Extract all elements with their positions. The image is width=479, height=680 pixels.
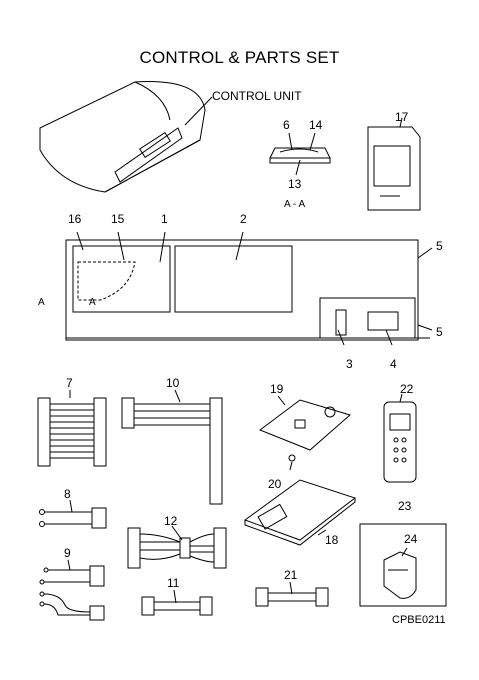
part-14-label: 14 [309, 118, 323, 132]
remote-holder-box [359, 523, 447, 607]
arrow-a-left: A [38, 297, 45, 308]
part-4-label: 4 [390, 357, 397, 371]
section-mark: A - A [284, 199, 306, 210]
part-17-label: 17 [395, 110, 409, 124]
part-5-top-label: 5 [436, 239, 443, 253]
part-23-label: 23 [398, 499, 412, 513]
part-11-label: 11 [167, 576, 180, 590]
arrow-a-right: A [89, 297, 96, 308]
wired-controller [367, 117, 421, 211]
part-20-label: 20 [268, 477, 282, 491]
control-unit-label: CONTROL UNIT [212, 89, 302, 103]
part-2-label: 2 [240, 212, 247, 226]
harness-8 [39, 499, 107, 529]
receiver-pcb [258, 395, 352, 471]
control-box [65, 231, 433, 346]
harness-11 [141, 589, 213, 616]
harness-7 [37, 390, 107, 467]
part-7-label: 7 [66, 376, 73, 390]
part-16-label: 16 [68, 212, 82, 226]
part-18-label: 18 [325, 533, 339, 547]
part-9-label: 9 [64, 546, 71, 560]
drawing-code: CPBE0211 [392, 614, 446, 626]
part-13-label: 13 [288, 177, 302, 191]
part-15-label: 15 [111, 212, 125, 226]
part-8-label: 8 [64, 487, 71, 501]
harness-9 [39, 559, 105, 621]
harness-12 [127, 525, 227, 569]
part-10-label: 10 [166, 376, 180, 390]
part-12-label: 12 [164, 514, 178, 528]
wireless-remote [383, 393, 417, 483]
part-1-label: 1 [161, 212, 168, 226]
part-5-bottom-label: 5 [436, 325, 443, 339]
part-3-label: 3 [346, 357, 353, 371]
harness-21 [255, 581, 329, 607]
part-21-label: 21 [284, 568, 298, 582]
display-panel [243, 479, 357, 546]
harness-10 [121, 389, 223, 505]
ceiling-unit-housing [39, 81, 213, 193]
part-19-label: 19 [270, 382, 284, 396]
bracket-assembly [269, 132, 331, 176]
diagram-title: CONTROL & PARTS SET [139, 48, 340, 67]
part-22-label: 22 [400, 382, 414, 396]
part-6-label: 6 [283, 118, 290, 132]
part-24-label: 24 [404, 532, 418, 546]
